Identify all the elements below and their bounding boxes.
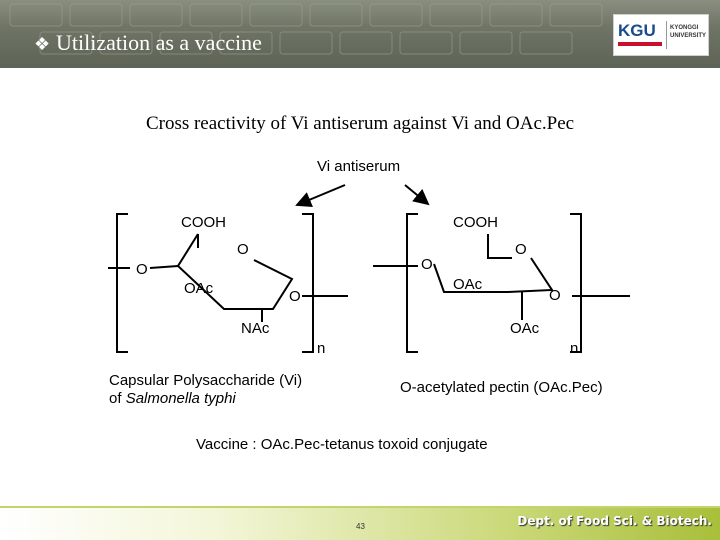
left-bracket-open (116, 213, 128, 353)
diamond-bullet-icon: ❖ (34, 34, 51, 54)
right-cooh-label: COOH (453, 214, 498, 231)
page-number: 43 (356, 522, 365, 531)
right-ring (433, 234, 554, 293)
university-logo: KGU KYONGGI UNIVERSITY (613, 14, 709, 56)
footer-bar (0, 506, 720, 540)
left-bracket-close (302, 213, 314, 353)
left-caption-of: of (109, 390, 126, 407)
right-repeat-n: n (570, 340, 579, 357)
right-oac-bottom-label: OAc (510, 320, 540, 337)
left-cooh-label: COOH (181, 214, 226, 231)
logo-divider (666, 21, 667, 49)
logo-mark: KGU (618, 21, 656, 40)
right-caption: O-acetylated pectin (OAc.Pec) (400, 379, 603, 396)
slide-title: ❖Utilization as a vaccine (34, 30, 262, 56)
slide-title-text: Utilization as a vaccine (56, 30, 262, 55)
right-ring-o-label: O (515, 241, 527, 258)
logo-accent-bar (618, 42, 662, 46)
logo-text: KYONGGI UNIVERSITY (670, 25, 707, 39)
right-link-o-label: O (421, 256, 433, 273)
arrow-to-vi (295, 184, 346, 207)
left-repeat-n: n (317, 340, 326, 357)
left-caption: Capsular Polysaccharide (Vi) of Salmonel… (109, 372, 302, 408)
footer-line (0, 506, 720, 508)
left-nac-label: NAc (241, 320, 270, 337)
left-caption-species: Salmonella typhi (125, 390, 236, 407)
right-link-o-right-label: O (549, 287, 561, 304)
department-label: Dept. of Food Sci. & Biotech. (517, 514, 712, 528)
left-link-o-bond (149, 265, 179, 269)
slide-subtitle: Cross reactivity of Vi antiserum against… (145, 113, 575, 134)
header-banner: ❖Utilization as a vaccine KGU KYONGGI UN… (0, 0, 720, 68)
left-ring (176, 233, 294, 310)
left-oac-label: OAc (184, 280, 214, 297)
right-oac-top-label: OAc (453, 276, 483, 293)
left-link-o-right-label: O (289, 288, 301, 305)
arrow-to-oacpec (404, 184, 430, 206)
left-caption-line2: of Salmonella typhi (109, 390, 302, 408)
left-link-o-label: O (136, 261, 148, 278)
left-ring-o-label: O (237, 241, 249, 258)
keyboard-background (9, 3, 603, 55)
right-bracket-open (406, 213, 418, 353)
vi-antiserum-label: Vi antiserum (317, 158, 401, 175)
vaccine-label: Vaccine : OAc.Pec-tetanus toxoid conjuga… (196, 436, 488, 453)
right-bracket-close (570, 213, 582, 353)
left-caption-line1: Capsular Polysaccharide (Vi) (109, 372, 303, 389)
